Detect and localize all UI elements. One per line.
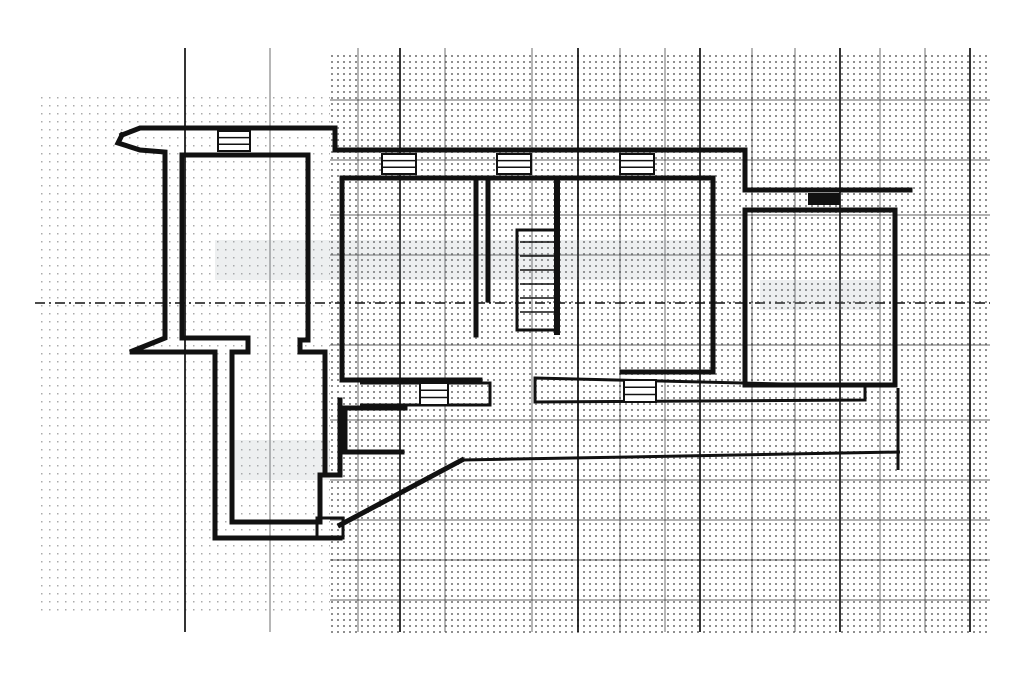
wall-long-bottom bbox=[461, 450, 901, 462]
window-icon bbox=[496, 153, 532, 175]
wall-left-notch bbox=[114, 131, 343, 541]
wall-lower-corridor-2 bbox=[533, 376, 867, 404]
window-icon bbox=[619, 153, 655, 175]
wall-right-room bbox=[742, 207, 898, 388]
wall-left-outer bbox=[118, 125, 913, 193]
wall-diagonal bbox=[336, 456, 466, 529]
grid-lines bbox=[184, 48, 990, 632]
window-icon bbox=[419, 382, 449, 406]
wall-lower-small-room bbox=[342, 405, 408, 455]
window-icon bbox=[381, 153, 417, 175]
window-icon bbox=[217, 130, 251, 152]
windows bbox=[217, 130, 657, 406]
smudge-band-3 bbox=[230, 440, 330, 480]
wall-middle-room bbox=[339, 175, 716, 375]
wall-middle-left bbox=[339, 175, 483, 383]
smudge-band-2 bbox=[760, 280, 880, 310]
window-icon bbox=[623, 379, 657, 403]
dark-bar bbox=[808, 193, 840, 205]
small-square-marker bbox=[315, 516, 345, 540]
stair-icon bbox=[515, 180, 560, 335]
smudge-band-1 bbox=[215, 240, 715, 280]
wall-left-inner bbox=[179, 155, 343, 525]
wall-left-room bbox=[179, 152, 328, 475]
